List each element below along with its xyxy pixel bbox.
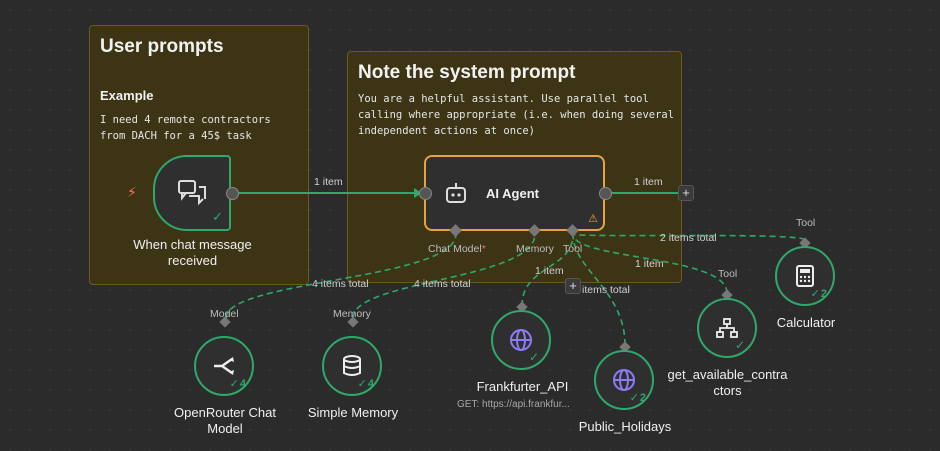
- sticky-example-heading: Example: [100, 88, 154, 103]
- edge-holidays-agent: [572, 233, 626, 346]
- port-label-chat-model: Chat Model*: [428, 243, 486, 255]
- sitemap-icon: [716, 318, 738, 338]
- edge-label-memory: 4 items total: [414, 278, 471, 290]
- frankfurter-node[interactable]: ✓: [491, 310, 551, 370]
- holidays-run-badge: ✓2: [629, 391, 646, 405]
- memory-run-badge: ✓4: [357, 377, 374, 391]
- sticky-system-text: You are a helpful assistant. Use paralle…: [358, 93, 675, 137]
- globe-icon: [613, 369, 635, 391]
- add-tool-button[interactable]: +: [565, 278, 581, 294]
- calculator-icon: [796, 265, 814, 287]
- check-icon: ✓: [229, 378, 239, 390]
- edge-arrow: [414, 188, 422, 198]
- sticky-title: Note the system prompt: [358, 62, 576, 83]
- edge-frankfurter-agent: [521, 233, 574, 307]
- node-type-label-tool-calculator: Tool: [796, 217, 816, 229]
- port-label-tool: Tool: [563, 243, 583, 255]
- node-type-label-memory: Memory: [333, 308, 371, 320]
- calculator-run-badge: ✓2: [810, 287, 827, 301]
- edge-label-frankfurter: 1 item: [535, 265, 564, 277]
- check-icon: ✓: [810, 288, 820, 300]
- robot-icon: [446, 183, 466, 203]
- public-holidays-node[interactable]: ✓2: [594, 350, 654, 410]
- agent-label: AI Agent: [486, 186, 539, 201]
- trigger-label: When chat message received: [133, 237, 252, 268]
- edge-model-agent: [225, 233, 457, 319]
- sticky-example-text: I need 4 remote contractors from DACH fo…: [100, 114, 271, 142]
- edge-label-holidays: items total: [582, 284, 630, 296]
- required-mark: *: [481, 243, 486, 255]
- sticky-title: User prompts: [100, 36, 224, 57]
- edge-label-agent-out: 1 item: [634, 176, 663, 188]
- trigger-node[interactable]: ✓: [153, 155, 231, 231]
- holidays-run-count: 2: [639, 391, 646, 404]
- edge-label-model: 4 items total: [312, 278, 369, 290]
- calculator-label: Calculator: [776, 315, 836, 330]
- memory-run-count: 4: [367, 377, 374, 390]
- check-icon: ✓: [357, 378, 367, 390]
- frankfurter-label: Frankfurter_API: [476, 379, 569, 394]
- simple-memory-node[interactable]: ✓4: [322, 336, 382, 396]
- add-node-button[interactable]: +: [678, 185, 694, 201]
- edge-memory-agent: [352, 233, 536, 319]
- agent-input-port[interactable]: [419, 187, 432, 200]
- trigger-output-port[interactable]: [226, 187, 239, 200]
- edge-label-calculator: 2 items total: [660, 232, 717, 244]
- success-check-icon: ✓: [212, 209, 223, 224]
- get-available-contractors-node[interactable]: ✓: [697, 298, 757, 358]
- ai-agent-node[interactable]: AI Agent ⚠: [424, 155, 605, 231]
- public-holidays-label: Public_Holidays: [578, 419, 672, 434]
- port-label-memory: Memory: [516, 243, 554, 255]
- check-icon: ✓: [528, 350, 539, 364]
- globe-icon: [510, 329, 532, 351]
- database-icon: [343, 355, 361, 376]
- calculator-node[interactable]: ✓2: [775, 246, 835, 306]
- get-available-contractors-label: get_available_contra ctors: [667, 367, 788, 398]
- frankfurter-subtitle: GET: https://api.frankfur...: [457, 399, 570, 410]
- chat-bubbles-icon: [178, 180, 206, 206]
- sticky-note-user-prompts[interactable]: User prompts Example I need 4 remote con…: [89, 25, 309, 285]
- check-icon: ✓: [734, 338, 745, 352]
- check-icon: ✓: [629, 392, 639, 404]
- edge-label-trigger-agent: 1 item: [314, 176, 343, 188]
- warning-icon: ⚠: [588, 213, 598, 225]
- lightning-icon: ⚡: [127, 184, 137, 200]
- node-type-label-model: Model: [210, 308, 239, 320]
- openrouter-node[interactable]: ✓4: [194, 336, 254, 396]
- openrouter-icon: [214, 357, 234, 375]
- agent-output-port[interactable]: [599, 187, 612, 200]
- node-type-label-tool-contractors: Tool: [718, 268, 738, 280]
- simple-memory-label: Simple Memory: [307, 405, 399, 420]
- openrouter-run-badge: ✓4: [229, 377, 246, 391]
- openrouter-label: OpenRouter Chat Model: [174, 405, 276, 436]
- openrouter-run-count: 4: [239, 377, 246, 390]
- calculator-run-count: 2: [820, 287, 827, 300]
- edge-contractors-agent: [572, 233, 728, 294]
- edge-label-contractors: 1 item: [635, 258, 664, 270]
- port-label-chat-model-text: Chat Model: [428, 243, 482, 255]
- edge-calculator-agent: [572, 233, 806, 241]
